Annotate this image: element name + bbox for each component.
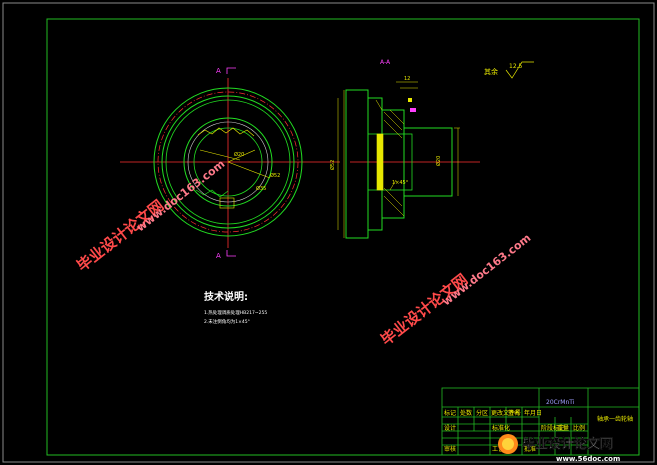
dim-section-outer: Ø52 xyxy=(329,160,336,170)
part-name-cell: 轴承一齿轮轴 xyxy=(597,415,633,423)
roughness-value: 12.5 xyxy=(509,63,523,70)
tech-notes-title: 技术说明: xyxy=(204,290,248,303)
logo-url: www.56doc.com xyxy=(556,455,620,463)
watermark-url-2: www.doc163.com xyxy=(440,231,534,308)
tb-right-2: 比例 xyxy=(573,424,585,432)
dim-bcd: Ø35 xyxy=(256,185,266,192)
tech-note-2: 2.未注倒角均为1×45° xyxy=(204,318,250,325)
tb-header-2: 分区 xyxy=(476,409,488,417)
section-arrow-bottom xyxy=(226,250,236,257)
site-logo: 毕业设计论文网 www.56doc.com xyxy=(498,434,620,463)
tb-row2-1: 标准化 xyxy=(492,424,510,432)
section-mark-top: A xyxy=(216,67,221,75)
tb-row3-0: 审核 xyxy=(444,445,456,453)
dim-length: 12 xyxy=(404,76,410,82)
tech-note-1: 1.热处理调质处理HB217~255 xyxy=(204,309,267,316)
tb-row2-0: 设计 xyxy=(444,424,456,432)
material-cell: 20CrMnTi xyxy=(546,399,575,406)
section-view-label: A-A xyxy=(380,59,391,66)
tb-header-0: 标记 xyxy=(444,409,456,417)
tb-header-3: 更改文件号 xyxy=(491,409,521,417)
watermark-url-1: www.doc163.com xyxy=(134,157,228,234)
roughness-symbol xyxy=(505,61,534,79)
roughness-label: 其余 xyxy=(484,67,498,76)
dim-section-bore: Ø20 xyxy=(435,156,442,166)
watermark-2: 毕业设计论文网 xyxy=(377,270,471,349)
tb-row3-1: 工艺 xyxy=(492,445,504,453)
section-mark-bottom: A xyxy=(216,252,221,260)
svg-text:www.doc163.com: www.doc163.com xyxy=(440,231,534,308)
tb-header-5: 年月日 xyxy=(524,409,542,417)
dim-outer: Ø52 xyxy=(270,172,280,179)
tb-header-4: 签名 xyxy=(508,409,520,417)
tb-header-1: 处数 xyxy=(460,409,472,417)
tb-right-0: 阶段标记 xyxy=(541,424,565,432)
front-view xyxy=(153,87,303,237)
tb-right-1: 重量 xyxy=(557,424,569,432)
svg-text:毕业设计论文网: 毕业设计论文网 xyxy=(377,270,471,349)
svg-text:www.doc163.com: www.doc163.com xyxy=(134,157,228,234)
drawing-border xyxy=(46,18,640,456)
tb-row3-2: 批准 xyxy=(524,445,536,453)
section-view xyxy=(337,81,460,239)
dim-bore: Ø20 xyxy=(234,151,244,158)
section-arrow-top xyxy=(226,67,236,74)
logo-cn: 毕业设计论文网 xyxy=(522,436,613,452)
dim-chamfer: 1×45° xyxy=(392,180,409,186)
